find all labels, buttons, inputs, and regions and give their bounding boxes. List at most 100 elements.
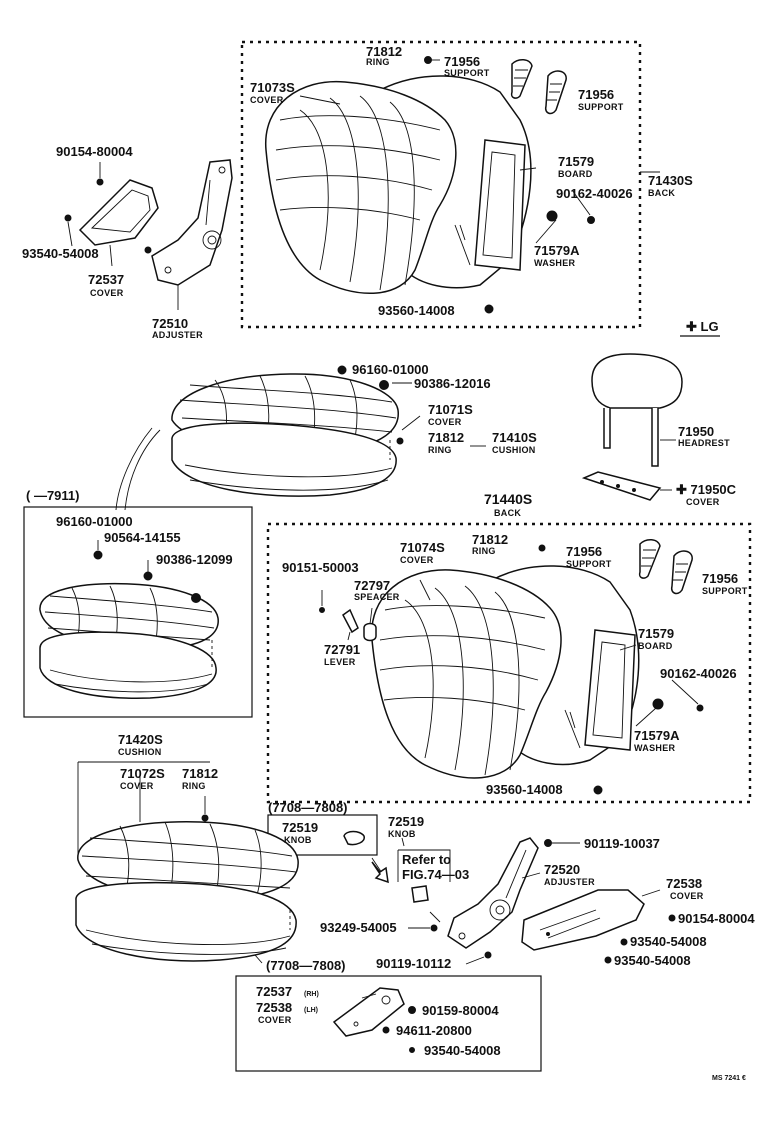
label-71071s: 71071S <box>428 402 473 417</box>
label-71956-b: 71956 <box>578 87 614 102</box>
label-93560-b: 93560-14008 <box>486 782 563 797</box>
label-71440s: 71440S <box>484 491 532 507</box>
label-71950: 71950 <box>678 424 714 439</box>
label-support-d: SUPPORT <box>702 586 748 596</box>
label-ring-a: RING <box>366 57 390 67</box>
label-72791: 72791 <box>324 642 360 657</box>
knob-72519-b <box>411 885 429 903</box>
group-box-7911 <box>23 506 253 718</box>
cover-72537-top <box>78 179 159 246</box>
label-board-b: BOARD <box>638 641 673 651</box>
label-lg: ✚ LG <box>686 319 719 334</box>
label-71579-b: 71579 <box>638 626 674 641</box>
label-71410s: 71410S <box>492 430 537 445</box>
label-71812-d: 71812 <box>182 766 218 781</box>
label-90386-b: 90386-12099 <box>156 552 233 567</box>
label-71812-a: 71812 <box>366 44 402 59</box>
label-back-b: BACK <box>494 508 521 518</box>
knob-72519-a <box>343 830 365 846</box>
label-90386-a: 90386-12016 <box>414 376 491 391</box>
label-94611: 94611-20800 <box>396 1023 472 1038</box>
label-ring-b: RING <box>428 445 452 455</box>
support-71956-d <box>670 550 693 595</box>
group-box-71440s <box>266 522 752 804</box>
label-72519-b: 72519 <box>388 814 424 829</box>
label-93540-a: 93540-54008 <box>22 246 99 261</box>
label-lever: LEVER <box>324 657 356 667</box>
seat-back-71440s <box>371 565 640 779</box>
adjuster-72520 <box>447 837 539 949</box>
cover-72538-right <box>521 889 645 951</box>
label-93540-b: 93540-54008 <box>630 934 707 949</box>
label-90162-b: 90162-40026 <box>660 666 737 681</box>
label-72538-b: 72538 <box>256 1000 292 1015</box>
label-72538-a: 72538 <box>666 876 702 891</box>
label-lh: (LH) <box>304 1007 318 1014</box>
label-90154-a: 90154-80004 <box>56 144 133 159</box>
label-support-a: SUPPORT <box>444 68 490 78</box>
label-71072s: 71072S <box>120 766 165 781</box>
label-71812-c: 71812 <box>472 532 508 547</box>
label-support-b: SUPPORT <box>578 102 624 112</box>
label-adjuster-b: ADJUSTER <box>544 877 595 887</box>
label-rh: (RH) <box>304 991 319 998</box>
label-drawing-code: MS 7241 € <box>712 1075 746 1082</box>
label-90151: 90151-50003 <box>282 560 359 575</box>
label-90159: 90159-80004 <box>422 1003 499 1018</box>
label-range-7708-a: (7708—7808) <box>268 800 348 815</box>
label-cover-71071: COVER <box>428 417 462 427</box>
label-cushion-b: CUSHION <box>118 747 162 757</box>
label-cover-71950c: COVER <box>686 497 720 507</box>
label-72510: 72510 <box>152 316 188 331</box>
label-93540-c: 93540-54008 <box>614 953 691 968</box>
label-90119-b: 90119-10112 <box>376 956 451 971</box>
cushion-71410s <box>171 373 399 497</box>
label-support-c: SUPPORT <box>566 559 612 569</box>
label-knob-a: KNOB <box>284 835 312 845</box>
label-cushion-a: CUSHION <box>492 445 536 455</box>
label-board-a: BOARD <box>558 169 593 179</box>
label-71956-d: 71956 <box>702 571 738 586</box>
label-71430s: 71430S <box>648 173 693 188</box>
label-96160-b: 96160-01000 <box>56 514 133 529</box>
support-71956-a <box>510 59 533 99</box>
label-71950c: ✚ 71950C <box>676 482 737 497</box>
cover-71950c <box>581 471 672 501</box>
label-ring-c: RING <box>472 546 496 556</box>
cushion-71420s <box>75 821 299 962</box>
label-72520: 72520 <box>544 862 580 877</box>
label-72797: 72797 <box>354 578 390 593</box>
group-box-cover-bottom <box>235 975 542 1072</box>
label-71074s: 71074S <box>400 540 445 555</box>
label-washer-a: WASHER <box>534 258 576 268</box>
label-range-7911: ( —7911) <box>26 488 79 503</box>
label-ring-d: RING <box>182 781 206 791</box>
lever-72791 <box>342 608 359 634</box>
label-cover-72538a: COVER <box>670 891 704 901</box>
cushion-7911 <box>39 582 219 699</box>
label-72519-a: 72519 <box>282 820 318 835</box>
label-71956-c: 71956 <box>566 544 602 559</box>
label-headrest: HEADREST <box>678 438 730 448</box>
label-93249: 93249-54005 <box>320 920 397 935</box>
label-71073s: 71073S <box>250 80 295 95</box>
label-71956-a: 71956 <box>444 54 480 69</box>
label-71579-a: 71579 <box>558 154 594 169</box>
label-90162-a: 90162-40026 <box>556 186 633 201</box>
label-71812-b: 71812 <box>428 430 464 445</box>
label-71579a-a: 71579A <box>534 243 580 258</box>
support-71956-c <box>638 539 661 579</box>
label-93560-a: 93560-14008 <box>378 303 455 318</box>
label-93540-d: 93540-54008 <box>424 1043 501 1058</box>
label-cover-72537a: COVER <box>90 288 124 298</box>
label-71579a-b: 71579A <box>634 728 680 743</box>
label-washer-b: WASHER <box>634 743 676 753</box>
label-refer-2: FIG.74—03 <box>402 867 469 882</box>
label-back-a: BACK <box>648 188 675 198</box>
label-96160-a: 96160-01000 <box>352 362 429 377</box>
label-72537-a: 72537 <box>88 272 124 287</box>
label-knob-b: KNOB <box>388 829 416 839</box>
adjuster-72510 <box>151 159 233 286</box>
label-71420s: 71420S <box>118 732 163 747</box>
